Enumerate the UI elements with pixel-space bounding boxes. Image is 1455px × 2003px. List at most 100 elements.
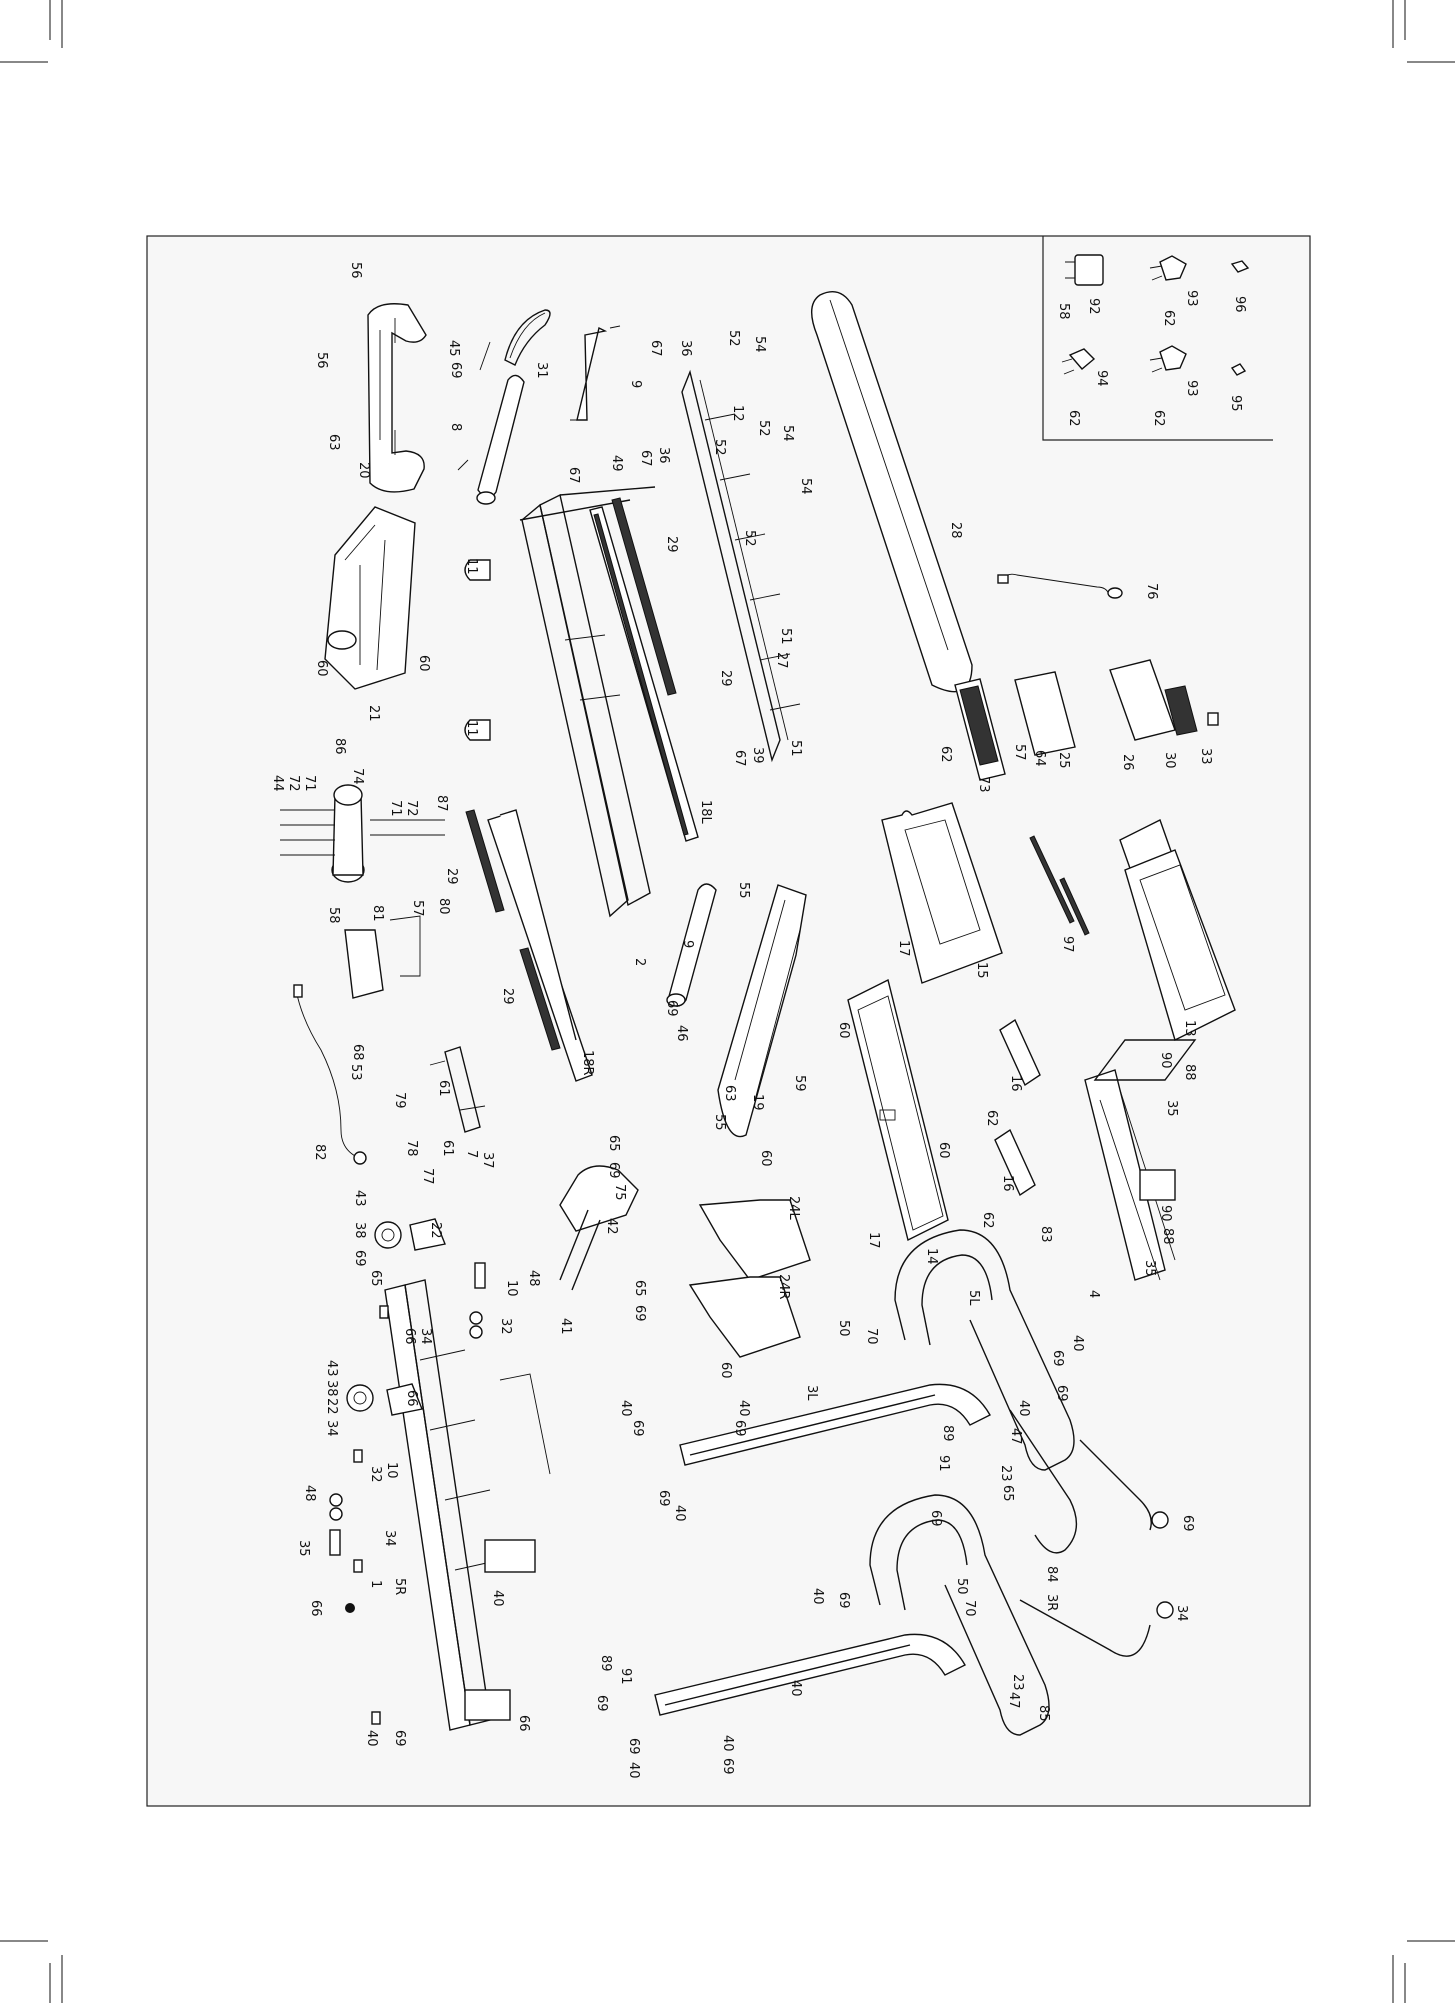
part-label: 31 xyxy=(534,362,549,379)
part-label: 5R xyxy=(392,1578,407,1595)
part-label: 37 xyxy=(480,1152,495,1169)
part-label: 22 xyxy=(324,1398,339,1415)
part-label: 45 xyxy=(446,340,461,357)
part-label: 3L xyxy=(804,1385,819,1401)
inset-label: 94 xyxy=(1094,370,1109,387)
part-label: 32 xyxy=(498,1318,513,1335)
part-wheels-38 xyxy=(346,1221,402,1412)
part-label: 86 xyxy=(332,738,347,755)
part-label: 90 xyxy=(1158,1205,1173,1222)
part-label: 52 xyxy=(756,420,771,437)
part-label: 60 xyxy=(314,660,329,677)
part-label: 67 xyxy=(648,340,663,357)
part-label: 65 xyxy=(632,1280,647,1297)
part-label: 78 xyxy=(404,1140,419,1157)
part-label: 69 xyxy=(1054,1385,1069,1402)
part-label: 7 xyxy=(464,1150,479,1158)
part-axle-10 xyxy=(329,1262,486,1556)
part-label: 85 xyxy=(1036,1705,1051,1722)
part-label: 87 xyxy=(434,795,449,812)
part-label: 88 xyxy=(1182,1064,1197,1081)
part-label: 61 xyxy=(436,1080,451,1097)
part-label: 9 xyxy=(628,380,643,388)
part-label: 40 xyxy=(618,1400,633,1417)
part-label: 13 xyxy=(1182,1020,1197,1037)
part-label: 34 xyxy=(418,1328,433,1345)
part-label: 54 xyxy=(752,336,767,353)
inset-label: 95 xyxy=(1228,395,1243,412)
part-label: 40 xyxy=(490,1590,505,1607)
part-label: 62 xyxy=(980,1212,995,1229)
part-label: 38 xyxy=(324,1380,339,1397)
part-label: 69 xyxy=(594,1695,609,1712)
part-label: 59 xyxy=(792,1075,807,1092)
part-label: 60 xyxy=(836,1022,851,1039)
part-shields-16 xyxy=(994,1018,1041,1197)
part-label: 89 xyxy=(940,1425,955,1442)
part-label: 1 xyxy=(368,1580,383,1588)
part-label: 80 xyxy=(436,898,451,915)
part-label: 14 xyxy=(924,1248,939,1265)
part-label: 51 xyxy=(778,628,793,645)
part-label: 58 xyxy=(326,907,341,924)
part-label: 43 xyxy=(352,1190,367,1207)
part-label: 40 xyxy=(810,1588,825,1605)
part-label: 56 xyxy=(314,352,329,369)
part-label: 9 xyxy=(680,940,695,948)
part-label: 63 xyxy=(326,434,341,451)
part-label: 29 xyxy=(444,868,459,885)
part-label: 38 xyxy=(352,1222,367,1239)
part-label: 69 xyxy=(448,362,463,379)
part-bracket-7 xyxy=(429,1046,486,1133)
part-label: 30 xyxy=(1162,752,1177,769)
part-label: 29 xyxy=(500,988,515,1005)
part-label: 5L xyxy=(966,1290,981,1306)
part-label: 42 xyxy=(604,1218,619,1235)
part-handlebar-5L xyxy=(894,1229,1169,1554)
part-label: 55 xyxy=(736,882,751,899)
part-label: 49 xyxy=(609,455,624,472)
part-label: 69 xyxy=(732,1420,747,1437)
part-caps-22 xyxy=(386,1218,446,1416)
part-label: 22 xyxy=(428,1222,443,1239)
part-label: 69 xyxy=(632,1305,647,1322)
part-label: 24L xyxy=(786,1196,801,1221)
part-label: 67 xyxy=(638,450,653,467)
inset-label: 62 xyxy=(1066,410,1081,427)
part-label: 25 xyxy=(1056,752,1071,769)
part-rear-roller-74 xyxy=(280,784,445,883)
part-label: 40 xyxy=(626,1762,641,1779)
part-label: 60 xyxy=(936,1142,951,1159)
part-label: 23 xyxy=(998,1465,1013,1482)
part-label: 69 xyxy=(836,1592,851,1609)
part-label: 40 xyxy=(1016,1400,1031,1417)
part-label: 69 xyxy=(352,1250,367,1267)
part-label: 69 xyxy=(656,1490,671,1507)
part-label: 91 xyxy=(618,1668,633,1685)
part-label: 11 xyxy=(464,558,479,575)
part-label: 23 xyxy=(1010,1674,1025,1691)
part-label: 2 xyxy=(632,958,647,966)
part-label: 35 xyxy=(296,1540,311,1557)
part-label: 47 xyxy=(1006,1692,1021,1709)
part-label: 74 xyxy=(350,768,365,785)
part-label: 71 xyxy=(388,800,403,817)
part-label: 29 xyxy=(664,536,679,553)
inset-label: 62 xyxy=(1151,410,1166,427)
part-label: 70 xyxy=(864,1328,879,1345)
inset-label: 58 xyxy=(1056,303,1071,320)
part-feet-34 xyxy=(345,1305,389,1725)
part-label: 40 xyxy=(788,1680,803,1697)
part-label: 61 xyxy=(440,1140,455,1157)
part-side-rail-18L xyxy=(589,506,699,842)
part-label: 41 xyxy=(558,1318,573,1335)
part-label: 62 xyxy=(984,1110,999,1127)
part-label: 68 xyxy=(350,1044,365,1061)
part-label: 18L xyxy=(698,800,713,825)
part-label: 16 xyxy=(1008,1075,1023,1092)
part-label: 70 xyxy=(962,1600,977,1617)
part-label: 69 xyxy=(606,1162,621,1179)
part-label: 34 xyxy=(324,1420,339,1437)
part-label: 40 xyxy=(672,1505,687,1522)
